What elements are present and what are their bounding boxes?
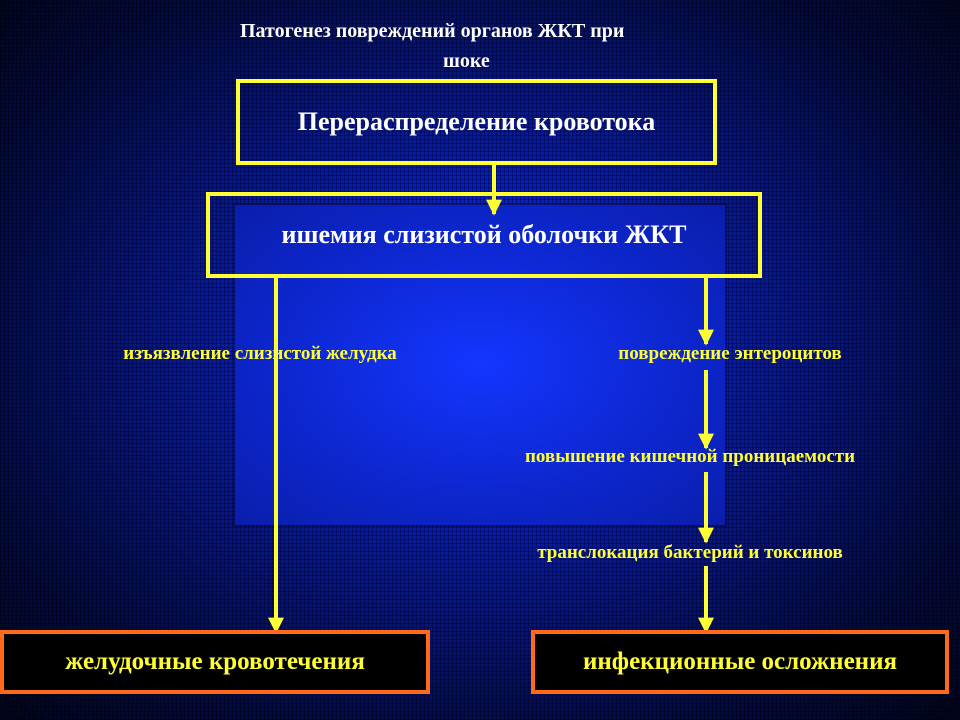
node-mucosal-ischemia: ишемия слизистой оболочки ЖКТ: [206, 192, 762, 278]
node-intestinal-permeability: повышение кишечной проницаемости: [524, 446, 856, 467]
slide-title-line-2: шоке: [443, 50, 490, 72]
node-gastric-bleeding-label: желудочные кровотечения: [65, 648, 365, 675]
node-gastric-ulceration: изъязвление слизистой желудка: [123, 343, 397, 364]
node-blood-flow-redistribution: Перераспределение кровотока: [236, 79, 717, 165]
node-enterocyte-damage: повреждение энтероцитов: [618, 343, 842, 364]
node-gastric-bleeding: желудочные кровотечения: [0, 630, 430, 694]
node-infectious-complications: инфекционные осложнения: [531, 630, 949, 694]
node-mucosal-ischemia-label: ишемия слизистой оболочки ЖКТ: [281, 220, 687, 249]
slide-title-line-1: Патогенез повреждений органов ЖКТ при: [240, 20, 625, 42]
background-center-panel: [235, 205, 725, 525]
node-bacterial-translocation: транслокация бактерий и токсинов: [537, 542, 843, 563]
node-blood-flow-redistribution-label: Перераспределение кровотока: [297, 107, 656, 136]
node-infectious-complications-label: инфекционные осложнения: [582, 648, 898, 675]
